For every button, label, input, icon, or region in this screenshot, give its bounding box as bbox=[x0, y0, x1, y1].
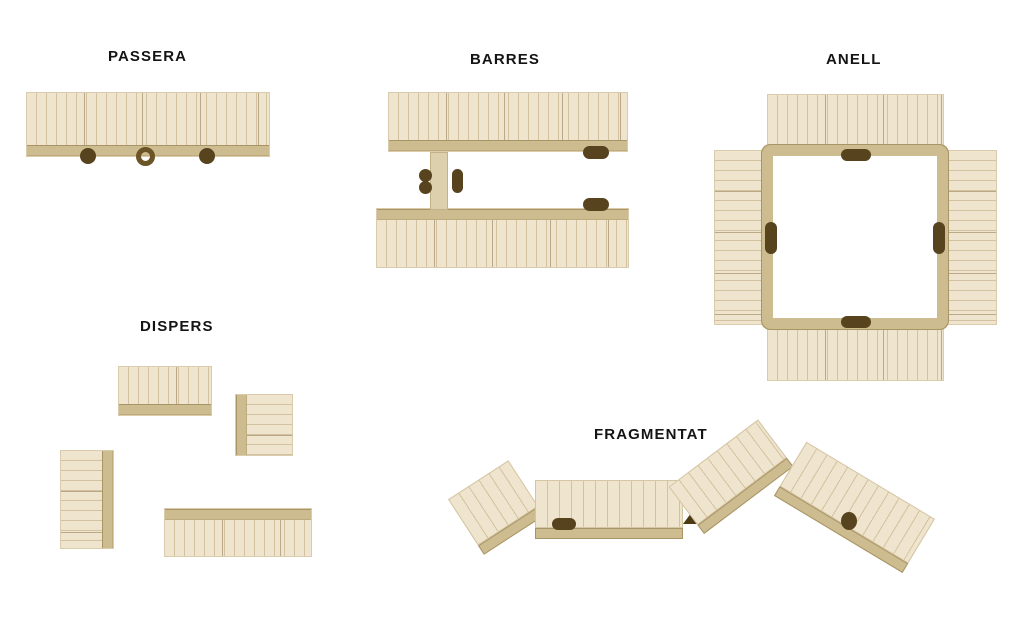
plank-joints bbox=[768, 326, 943, 380]
dispers-band-left bbox=[236, 395, 247, 455]
dispers-band-right bbox=[102, 451, 113, 548]
dispers-fragment-2 bbox=[235, 394, 293, 456]
fragmentat-marker-1 bbox=[552, 518, 576, 530]
dispers-band-top bbox=[165, 509, 311, 520]
barres-marker-right-upper bbox=[583, 146, 609, 159]
plank-joints bbox=[715, 151, 766, 324]
dispers-fragment-4 bbox=[164, 508, 312, 557]
anell-marker-left bbox=[765, 222, 777, 254]
anell-marker-top bbox=[841, 149, 871, 161]
barres-deck-upper bbox=[388, 92, 628, 152]
panel-title-barres: BARRES bbox=[470, 51, 540, 68]
barres-marker-stack-top bbox=[419, 169, 432, 182]
anell-flap-top bbox=[767, 94, 944, 150]
barres-marker-vertical bbox=[452, 169, 463, 193]
panel-title-fragmentat: FRAGMENTAT bbox=[594, 426, 708, 443]
plank-joints bbox=[768, 95, 943, 149]
fragmentat-segment-4 bbox=[773, 441, 935, 573]
anell-ring-frame bbox=[761, 144, 949, 330]
dispers-fragment-1 bbox=[118, 366, 212, 416]
anell-flap-left bbox=[714, 150, 767, 325]
passera-marker-1 bbox=[80, 148, 96, 164]
barres-marker-stack-bottom bbox=[419, 181, 432, 194]
anell-flap-bottom bbox=[767, 325, 944, 381]
segment-face bbox=[448, 460, 539, 546]
panel-title-anell: ANELL bbox=[826, 51, 882, 68]
plank-joints bbox=[945, 151, 996, 324]
passera-marker-2 bbox=[199, 148, 215, 164]
passera-marker-ring bbox=[136, 147, 155, 166]
fragmentat-segment-1 bbox=[448, 460, 545, 555]
barres-lower-band bbox=[377, 209, 628, 220]
dispers-band-bottom bbox=[119, 404, 211, 415]
barres-upper-band bbox=[389, 140, 627, 151]
anell-marker-right bbox=[933, 222, 945, 254]
segment-edge bbox=[535, 528, 683, 539]
panel-title-dispers: DISPERS bbox=[140, 318, 214, 335]
anell-marker-bottom bbox=[841, 316, 871, 328]
dispers-fragment-3 bbox=[60, 450, 114, 549]
barres-deck-lower bbox=[376, 208, 629, 268]
barres-connector bbox=[430, 152, 448, 210]
panel-title-passera: PASSERA bbox=[108, 48, 188, 65]
barres-marker-right-lower bbox=[583, 198, 609, 211]
fragmentat-marker-2 bbox=[841, 512, 857, 530]
anell-flap-right bbox=[944, 150, 997, 325]
